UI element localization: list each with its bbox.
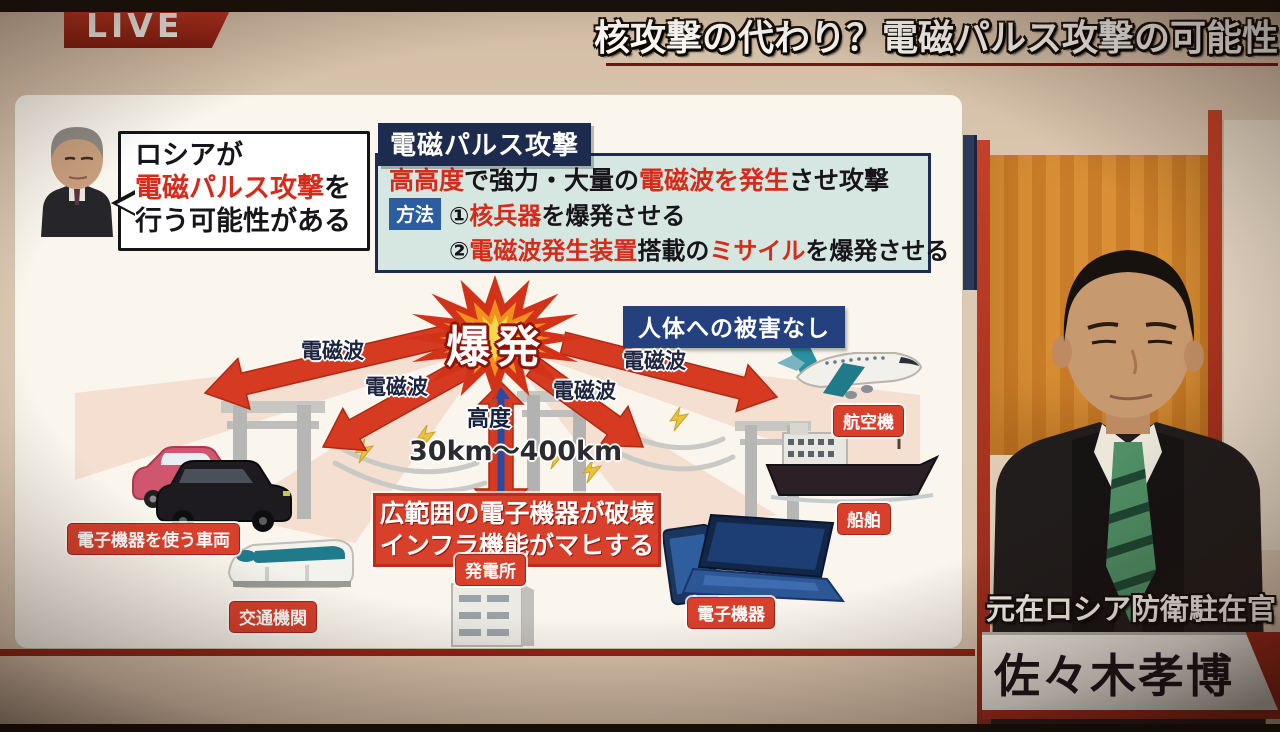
emp-summary: 高高度で強力・大量の電磁波を発生させ攻撃	[389, 166, 890, 195]
headline-underline	[606, 63, 1278, 66]
method-badge: 方法	[389, 197, 442, 230]
bubble-line2: 電磁パルス攻撃を	[135, 172, 351, 204]
top-dark-band	[0, 0, 1280, 12]
guest-name: 佐々木孝博	[994, 648, 1234, 703]
tag-power-plant: 発電所	[455, 554, 526, 586]
emp-wave-label: 電磁波	[623, 349, 686, 373]
tag-vehicles: 電子機器を使う車両	[67, 523, 240, 555]
infographic-panel: ロシアが 電磁パルス攻撃を 行う可能性がある 電磁パルス攻撃 高高度で強力・大量…	[15, 95, 962, 648]
altitude-range: 30km～400km	[409, 436, 623, 467]
emp-wave-label: 電磁波	[365, 375, 428, 399]
tag-electronics: 電子機器	[687, 597, 775, 629]
nameplate-red-bar	[982, 710, 1280, 719]
panel-bottom-red-line	[0, 649, 975, 656]
tag-ships: 船舶	[837, 503, 891, 535]
emp-wave-label: 電磁波	[553, 379, 616, 403]
bubble-line1: ロシアが	[135, 140, 243, 171]
emp-info-title: 電磁パルス攻撃	[378, 123, 592, 166]
speech-bubble: ロシアが 電磁パルス攻撃を 行う可能性がある	[111, 131, 370, 251]
nameplate: 佐々木孝博	[982, 632, 1278, 710]
guest-title: 元在ロシア防衛駐在官	[986, 592, 1277, 626]
headline: 核攻撃の代わり？電磁パルス攻撃の可能性	[593, 18, 1278, 59]
emp-wave-label: 電磁波	[301, 339, 364, 363]
commentator-photo	[41, 127, 113, 237]
bubble-line3: 行う可能性がある	[135, 205, 351, 237]
bottom-dark-band	[0, 724, 1280, 732]
no-harm-badge: 人体への被害なし	[623, 306, 845, 348]
explosion-label: 爆発	[446, 322, 546, 373]
method-row-1: 方法 ①核兵器を爆発させる	[389, 196, 685, 231]
train-illustration	[227, 538, 354, 588]
tag-transport: 交通機関	[229, 601, 317, 633]
electronics-illustration	[661, 513, 846, 606]
tag-aircraft: 航空機	[833, 405, 904, 437]
power-plant-illustration	[451, 583, 534, 647]
method-row-2: ②電磁波発生装置搭載のミサイルを爆発させる	[449, 237, 950, 265]
